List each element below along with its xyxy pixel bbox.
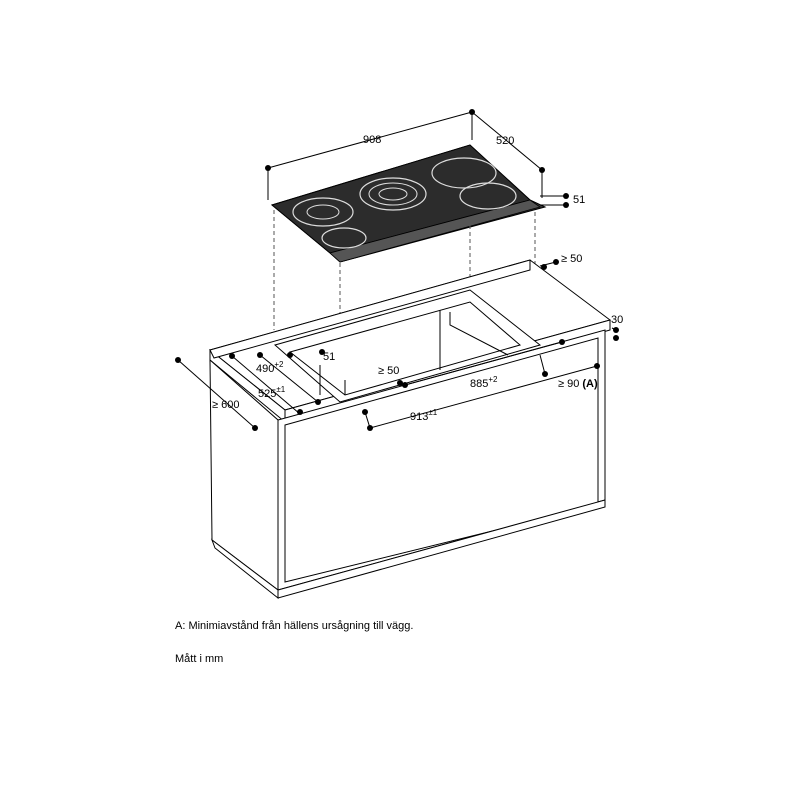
label-thickness: 51 <box>573 194 585 206</box>
label-cutout-depth-a: 490+2 <box>256 360 284 375</box>
label-front-clearance: ≥ 50 <box>378 365 399 377</box>
label-depth: 520 <box>496 135 514 147</box>
burner-front-right <box>459 182 517 210</box>
label-width: 908 <box>363 134 381 146</box>
note-a: A: Minimiavstånd från hällens ursågning … <box>175 620 414 632</box>
label-cutout-width-b: 913±1 <box>410 408 438 423</box>
label-cutout-depth-b: 525±1 <box>258 385 286 400</box>
burner-front-small <box>321 227 367 249</box>
cooktop <box>270 144 547 263</box>
burner-front-left <box>292 197 354 227</box>
label-cabinet-depth: ≥ 600 <box>212 399 239 411</box>
burner-rear-right <box>431 157 497 189</box>
note-units: Mått i mm <box>175 653 224 665</box>
burner-center <box>359 177 427 211</box>
label-inner-depth: 51 <box>323 351 335 363</box>
label-worktop-thickness: 30 <box>611 314 623 326</box>
cabinet <box>208 259 612 600</box>
label-side-clearance: ≥ 90(A) <box>558 378 598 390</box>
label-cutout-width-a: 885+2 <box>470 375 498 390</box>
dimension-lines <box>177 111 617 429</box>
label-wall-clearance: ≥ 50 <box>561 253 582 265</box>
dimension-dots <box>175 109 619 431</box>
